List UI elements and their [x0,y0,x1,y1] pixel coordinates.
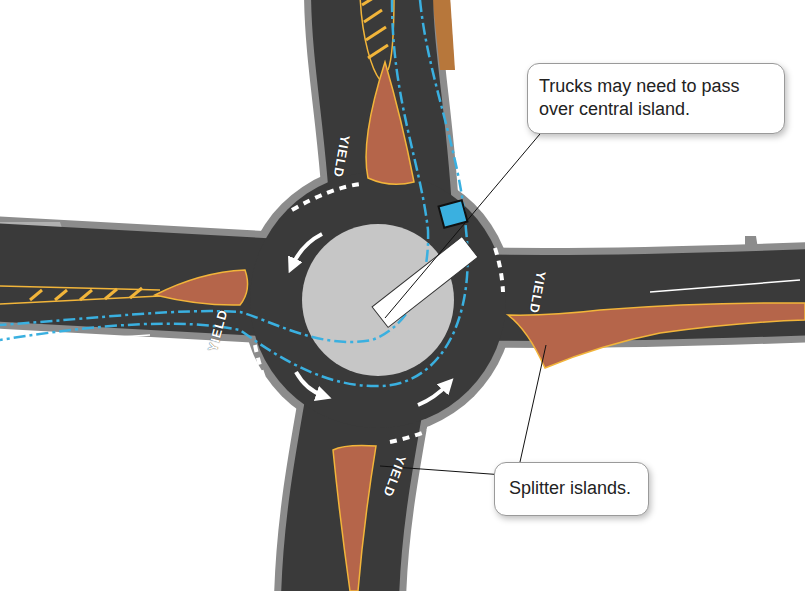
callout-box: Splitter islands. [494,462,649,516]
truck [372,200,478,327]
central-island [302,224,454,376]
circulation-arrow [292,234,448,405]
leader-line [380,128,546,478]
callout-text: Splitter islands. [509,477,634,500]
truck-path [0,0,468,386]
callout-text: Trucks may need to pass over central isl… [539,75,771,121]
splitter-island [155,62,805,591]
circulating-road [250,172,506,428]
callout-box: Trucks may need to pass over central isl… [527,63,785,134]
